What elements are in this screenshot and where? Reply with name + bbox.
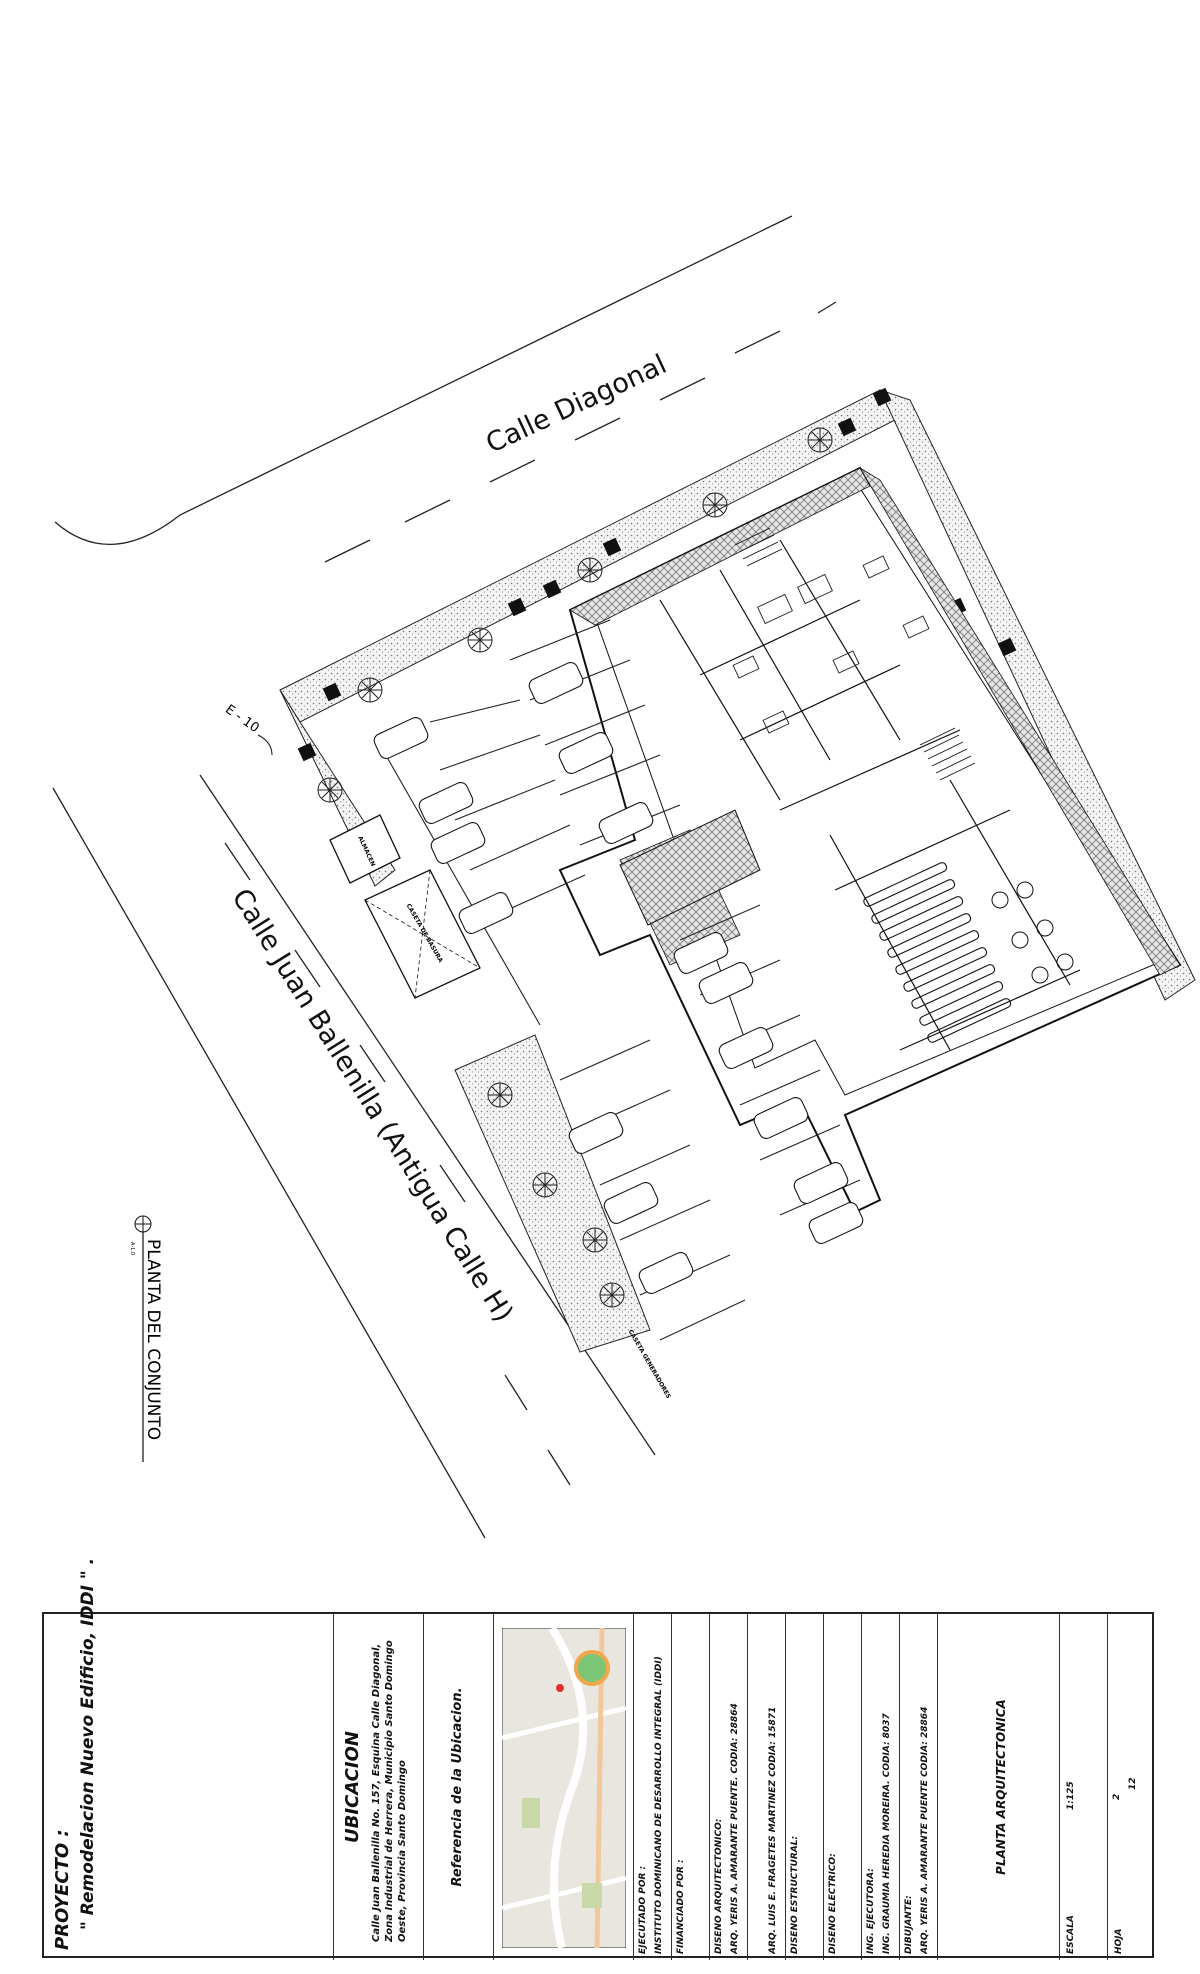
info-row-value: ARQ. LUIS E. FRAGETES MARTINEZ CODIA: 15… xyxy=(768,1706,778,1954)
building xyxy=(558,466,1182,1214)
info-row-label: DIBUJANTE: xyxy=(904,1895,914,1954)
info-row: DISEÑO ESTRUCTURAL: xyxy=(786,1614,824,1960)
caseta-basura: CASETA DE BASURA xyxy=(364,869,481,999)
info-row-label: DISEÑO ELECTRICO: xyxy=(828,1853,838,1954)
drawing-scale-label: A-1.0 xyxy=(129,1242,135,1255)
street-label-diagonal: Calle Diagonal xyxy=(481,349,671,460)
info-row-label: FINANCIADO POR : xyxy=(676,1859,686,1954)
info-row-label: ING. EJECUTORA: xyxy=(866,1868,876,1954)
info-row: FINANCIADO POR : xyxy=(672,1614,710,1960)
parked-cars xyxy=(373,661,864,1295)
info-row-value: ING. GRAUMIA HEREDIA MOREIRA. CODIA: 803… xyxy=(882,1713,892,1954)
caseta-generadores-label: CASETA GENERADORES xyxy=(627,1329,672,1400)
ubicacion-address: Calle Juan Ballenilla No. 157, Esquina C… xyxy=(371,1640,408,1942)
escala-label: ESCALA xyxy=(1066,1915,1076,1954)
info-row: ARQ. LUIS E. FRAGETES MARTINEZ CODIA: 15… xyxy=(748,1614,786,1960)
info-row-value: INSTITUTO DOMINICANO DE DESARROLLO INTEG… xyxy=(654,1656,664,1954)
info-row: ING. EJECUTORA: ING. GRAUMIA HEREDIA MOR… xyxy=(862,1614,900,1960)
auditorium-seating xyxy=(863,862,1012,1043)
proyecto-name: " Remodelacion Nuevo Edificio, IDDI " . xyxy=(78,1557,98,1930)
section-mark-arc xyxy=(257,734,273,756)
section-mark: E - 10 xyxy=(222,702,262,736)
info-row-value: ARQ. YERIS A. AMARANTE PUENTE CODIA: 288… xyxy=(920,1706,930,1954)
info-row: DISEÑO ARQUITECTONICO: ARQ. YERIS A. AMA… xyxy=(710,1614,748,1960)
drawing-title-group: A-1.0 PLANTA DEL CONJUNTO xyxy=(129,1215,163,1462)
info-row: DISEÑO ELECTRICO: xyxy=(824,1614,862,1960)
info-row-label: EJECUTADO POR : xyxy=(638,1865,648,1954)
street-centerlines xyxy=(224,301,837,1486)
info-row-label: DISEÑO ESTRUCTURAL: xyxy=(790,1835,800,1954)
sheet-title: PLANTA ARQUITECTONICA xyxy=(994,1699,1008,1875)
site-plan-drawing: Calle Diagonal Calle Juan Ballenilla (An… xyxy=(52,215,1196,1539)
title-block-content: PROYECTO : " Remodelacion Nuevo Edificio… xyxy=(44,1558,1156,1960)
info-row: DIBUJANTE: ARQ. YERIS A. AMARANTE PUENTE… xyxy=(900,1614,938,1960)
escala-value: 1:125 xyxy=(1066,1781,1076,1810)
sheet-title-section: PLANTA ARQUITECTONICA xyxy=(950,1614,1060,1960)
location-map-section xyxy=(494,1614,634,1960)
escala-row: ESCALA 1:125 xyxy=(1060,1614,1108,1960)
info-row-label: DISEÑO ARQUITECTONICO: xyxy=(714,1818,724,1954)
hoja-number: 2 xyxy=(1112,1793,1122,1800)
almacen-building: ALMACEN xyxy=(329,814,401,884)
proyecto-section: PROYECTO : " Remodelacion Nuevo Edificio… xyxy=(44,1558,334,1960)
drawing-title: PLANTA DEL CONJUNTO xyxy=(143,1239,163,1440)
info-rows: EJECUTADO POR : INSTITUTO DOMINICANO DE … xyxy=(634,1614,954,1960)
ubicacion-title: UBICACION xyxy=(342,1731,363,1843)
hoja-row: HOJA 2 12 xyxy=(1108,1614,1156,1960)
hoja-label: HOJA xyxy=(1114,1928,1124,1955)
proyecto-label: PROYECTO : xyxy=(52,1829,73,1950)
info-row-value: ARQ. YERIS A. AMARANTE PUENTE. CODIA: 28… xyxy=(730,1703,740,1954)
referencia-label: Referencia de la Ubicacion. xyxy=(450,1687,465,1887)
hoja-total: 12 xyxy=(1128,1777,1138,1790)
info-row: EJECUTADO POR : INSTITUTO DOMINICANO DE … xyxy=(634,1614,672,1960)
referencia-section: Referencia de la Ubicacion. xyxy=(424,1614,494,1960)
ubicacion-section: UBICACION Calle Juan Ballenilla No. 157,… xyxy=(334,1614,424,1960)
planter-blocks xyxy=(297,387,1017,762)
title-block: PROYECTO : " Remodelacion Nuevo Edificio… xyxy=(42,1558,1156,1960)
paved-entry xyxy=(619,809,761,926)
location-map xyxy=(502,1628,626,1948)
